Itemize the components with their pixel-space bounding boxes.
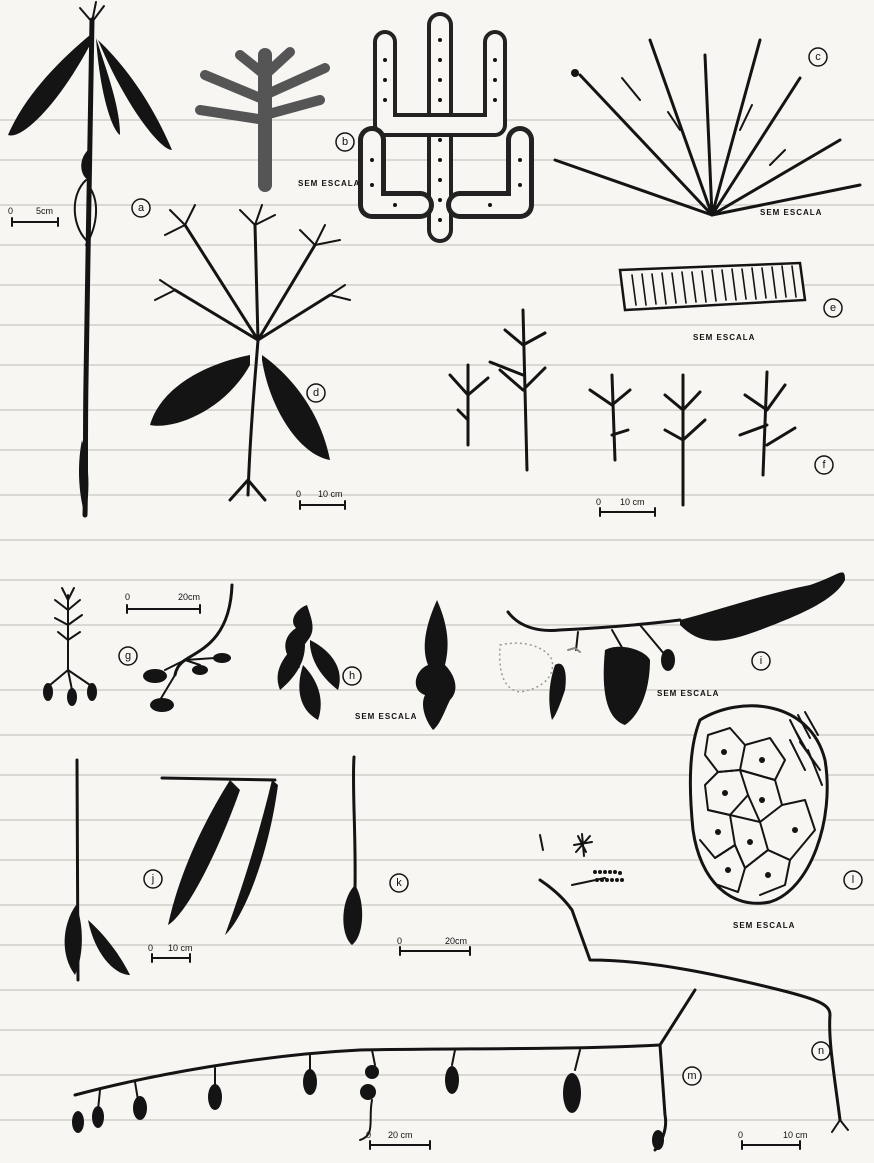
figure-label-n: n bbox=[812, 1042, 830, 1060]
svg-text:n: n bbox=[818, 1045, 824, 1057]
scale-value-d: 10 cm bbox=[318, 489, 343, 499]
scale-bar-m: 0 20 cm bbox=[366, 1130, 430, 1149]
scale-zero-g: 0 bbox=[125, 592, 130, 602]
svg-text:d: d bbox=[313, 387, 319, 399]
scale-value-m: 20 cm bbox=[388, 1130, 413, 1140]
figure-label-g: g bbox=[119, 647, 137, 665]
no-scale-c: SEM ESCALA bbox=[760, 208, 822, 217]
scale-zero-a: 0 bbox=[8, 206, 13, 216]
figure-i-large-leaf bbox=[500, 572, 845, 725]
figure-b-hatched-branch bbox=[200, 52, 325, 185]
scale-value-j: 10 cm bbox=[168, 943, 193, 953]
scale-value-n: 10 cm bbox=[783, 1130, 808, 1140]
svg-text:k: k bbox=[396, 877, 402, 889]
svg-text:a: a bbox=[138, 202, 145, 214]
svg-text:l: l bbox=[852, 874, 854, 886]
no-scale-b: SEM ESCALA bbox=[298, 179, 360, 188]
scale-zero-f: 0 bbox=[596, 497, 601, 507]
figure-a-tall-plant bbox=[8, 2, 172, 515]
figure-b-dotted-cactus bbox=[370, 25, 522, 230]
figure-label-i: i bbox=[752, 652, 770, 670]
figure-label-k: k bbox=[390, 874, 408, 892]
small-marks-center bbox=[540, 834, 592, 856]
figure-m-pendant-line bbox=[72, 990, 695, 1150]
scale-zero-d: 0 bbox=[296, 489, 301, 499]
figure-label-h: h bbox=[343, 667, 361, 685]
no-scale-e: SEM ESCALA bbox=[693, 333, 755, 342]
figure-g-small-plants bbox=[43, 585, 232, 712]
figure-label-b: b bbox=[336, 133, 354, 151]
scale-zero-j: 0 bbox=[148, 943, 153, 953]
figure-k-stem-bulb bbox=[343, 757, 362, 945]
figure-label-c: c bbox=[809, 48, 827, 66]
scale-bar-j: 0 10 cm bbox=[148, 943, 193, 962]
figure-label-m: m bbox=[683, 1067, 701, 1085]
svg-text:c: c bbox=[815, 51, 821, 63]
scale-value-g: 20cm bbox=[178, 592, 200, 602]
figure-label-j: j bbox=[144, 870, 162, 888]
scale-bar-g: 0 20cm bbox=[125, 592, 200, 613]
figure-e-striped-bar bbox=[620, 263, 805, 310]
figure-label-f: f bbox=[815, 456, 833, 474]
scale-zero-k: 0 bbox=[397, 936, 402, 946]
svg-text:j: j bbox=[151, 873, 154, 885]
scale-value-k: 20cm bbox=[445, 936, 467, 946]
figure-c-fan bbox=[555, 40, 860, 215]
no-scale-h: SEM ESCALA bbox=[355, 712, 417, 721]
figure-l-honeycomb bbox=[690, 706, 827, 903]
figure-d-branching-plant bbox=[150, 205, 350, 500]
figure-label-a: a bbox=[132, 199, 150, 217]
figure-n-bent-line bbox=[540, 870, 848, 1132]
scale-zero-m: 0 bbox=[366, 1130, 371, 1140]
svg-text:h: h bbox=[349, 670, 355, 682]
scale-bar-n: 0 10 cm bbox=[738, 1130, 808, 1149]
scale-bar-f: 0 10 cm bbox=[596, 497, 655, 516]
svg-text:i: i bbox=[760, 655, 762, 667]
scale-bar-a: 0 5cm bbox=[8, 206, 58, 226]
scale-value-f: 10 cm bbox=[620, 497, 645, 507]
scale-value-a: 5cm bbox=[36, 206, 53, 216]
scale-zero-n: 0 bbox=[738, 1130, 743, 1140]
no-scale-i: SEM ESCALA bbox=[657, 689, 719, 698]
scale-bar-d: 0 10 cm bbox=[296, 489, 345, 509]
figure-label-e: e bbox=[824, 299, 842, 317]
svg-text:g: g bbox=[125, 650, 131, 662]
figure-label-d: d bbox=[307, 384, 325, 402]
svg-text:e: e bbox=[830, 302, 836, 314]
no-scale-l: SEM ESCALA bbox=[733, 921, 795, 930]
svg-text:b: b bbox=[342, 136, 348, 148]
figure-label-l: l bbox=[844, 871, 862, 889]
figure-h-leaf-clusters bbox=[278, 600, 456, 730]
svg-text:m: m bbox=[687, 1070, 696, 1082]
